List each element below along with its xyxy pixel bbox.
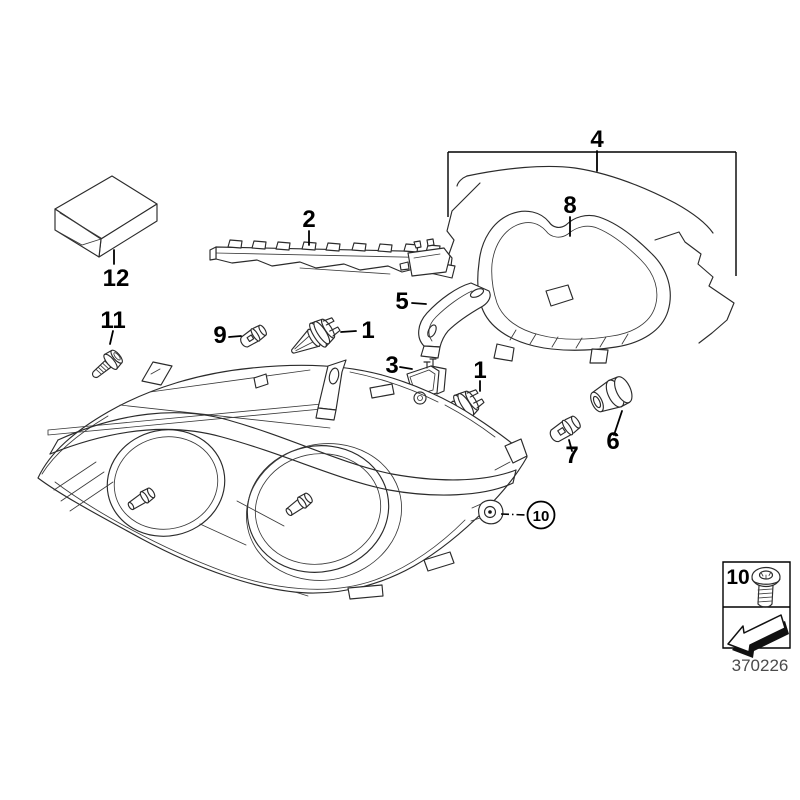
high-beam-reflector [235,433,400,586]
callout-3: 3 [385,352,398,379]
callout-1a: 1 [361,317,374,344]
callout-2: 2 [302,206,315,233]
callout-12: 12 [103,265,130,292]
callout-6: 6 [606,428,619,455]
plate-number: 370226 [732,656,789,675]
part-10-screw-callout: 10 [471,500,555,528]
callout-5: 5 [395,288,408,315]
headlamp-assembly [38,360,527,599]
gasket-wire-left [447,183,480,254]
legend-ref-label: 10 [726,566,749,589]
screw-icon [752,568,780,608]
part-5-bracket: 5 [395,283,490,358]
callout-10: 10 [533,508,550,525]
part-2-carrier-strip: 2 [210,206,455,278]
part-1-bulb-a: 1 [283,311,375,365]
retaining-clip [400,239,450,276]
callout-7: 7 [565,442,578,469]
part-9-side-bulb: 9 [213,322,270,351]
part-1-bulb-b: 1 [427,357,488,437]
part-6-bulb-socket: 6 [586,374,635,455]
legend-box: 10 [723,562,790,658]
gasket-wire-top [467,166,713,233]
callout-4: 4 [590,126,604,153]
part-11-bolt: 11 [87,307,126,384]
gasket-wire-right [655,232,734,343]
part-8-housing-cover: 8 [478,192,671,363]
low-beam-reflector [97,419,234,547]
trim-swoosh [58,413,516,480]
direction-arrow-icon [728,615,789,658]
part-7-indicator-bulb: 7 [546,412,584,469]
callout-11: 11 [100,307,125,334]
callout-1b: 1 [473,357,486,384]
part-12-parts-box: 12 [55,176,157,292]
callout-9: 9 [213,322,226,349]
callout-8: 8 [563,192,576,219]
part-4-seal-set: 4 [447,126,736,343]
